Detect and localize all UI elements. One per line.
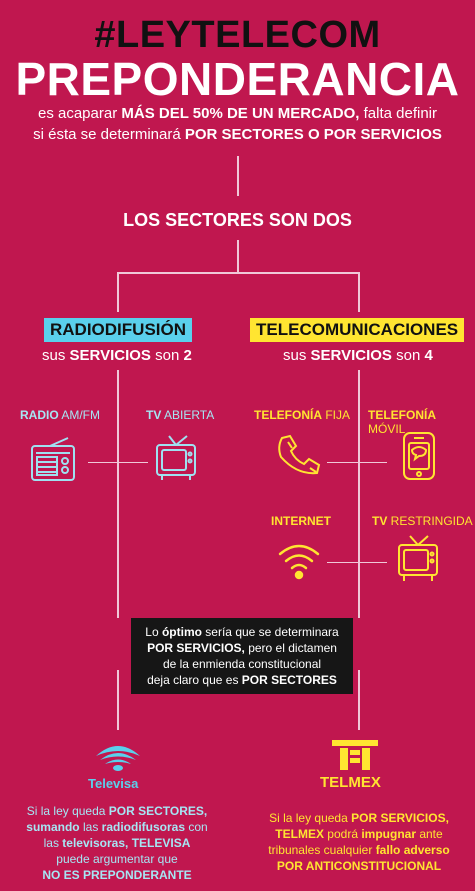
intro-text: es acaparar MÁS DEL 50% DE UN MERCADO, f… [33,105,442,143]
connector-line [237,156,239,196]
connector-line [327,462,387,463]
connector-line [358,370,360,618]
connector-line [237,240,239,272]
service-telefonia-movil: TELEFONÍA MÓVIL [368,408,436,436]
tv-icon [398,535,438,581]
wifi-icon [278,544,320,580]
connector-line [327,562,387,563]
service-internet: INTERNET [271,514,331,528]
service-tv-abierta: TV ABIERTA [146,408,215,422]
televisa-text: Si la ley queda POR SECTORES, sumando la… [26,804,208,882]
service-radio-am-fm: RADIO AM/FM [20,408,101,422]
callout-box: Lo óptimo sería que se determinara POR S… [131,618,353,694]
sectors-title: LOS SECTORES SON DOS [123,210,352,230]
radio-icon [31,437,75,481]
connector-line [358,272,360,312]
radiodifusion-label: RADIODIFUSIÓN [44,318,192,342]
telecom-service-count: sus SERVICIOS son 4 [283,347,433,364]
mobile-icon [403,432,435,480]
connector-line [117,272,119,312]
service-telefonia-fija: TELEFONÍA FIJA [254,408,351,422]
page-title: PREPONDERANCIA [15,53,460,105]
telmex-logo-text: TELMEX [320,774,381,791]
telmex-text: Si la ley queda POR SERVICIOS, TELMEX po… [268,811,450,873]
connector-line [117,370,119,618]
connector-line [358,670,360,730]
tv-icon [156,435,196,480]
televisa-logo-icon [96,746,140,771]
hashtag-title: #LEYTELECOM [94,14,381,56]
connector-line [117,272,360,274]
phone-icon [278,434,321,475]
connector-line [117,670,119,730]
telmex-logo-icon [332,740,378,770]
service-tv-restringida: TV RESTRINGIDA [372,514,473,528]
telecomunicaciones-label: TELECOMUNICACIONES [250,318,465,342]
radio-service-count: sus SERVICIOS son 2 [42,347,192,364]
televisa-logo-text: Televisa [88,776,139,791]
connector-line [88,462,148,463]
